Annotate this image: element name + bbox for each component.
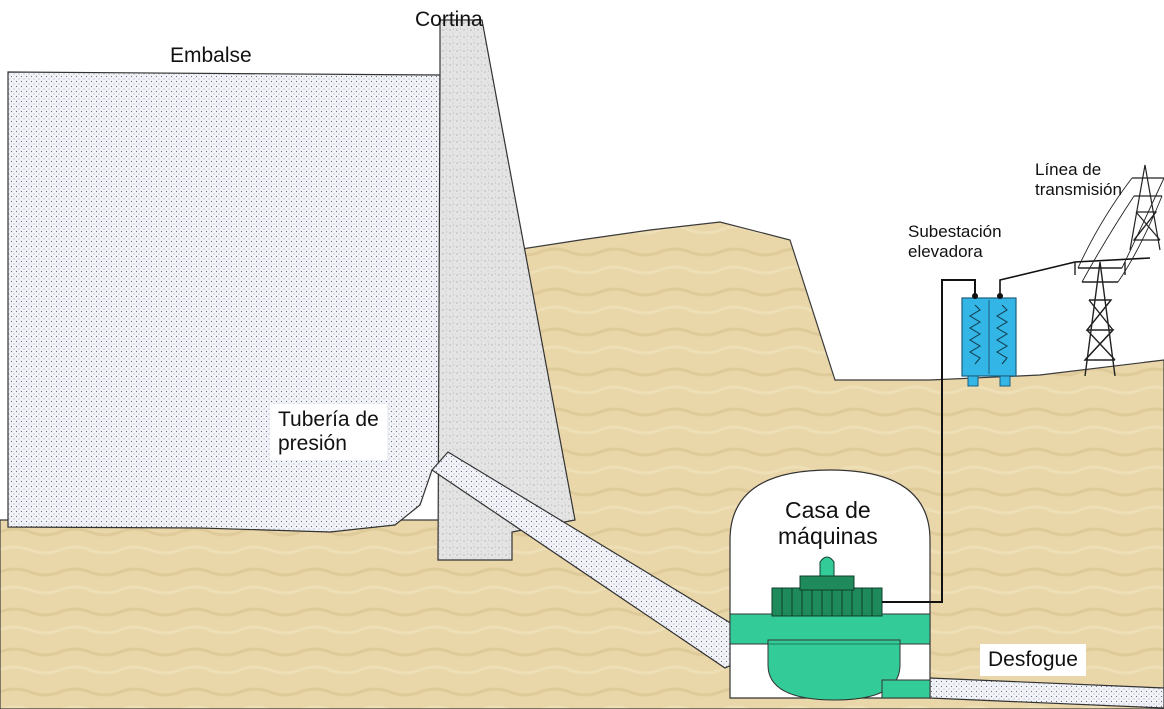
label-transmission-line: Línea de transmisión: [1035, 160, 1122, 199]
label-penstock: Tubería de presión: [270, 404, 387, 461]
generator: [771, 556, 883, 617]
transmission-tower-near: [1074, 261, 1126, 377]
substation-transformer: [961, 293, 1017, 387]
turbine-unit: [729, 613, 931, 701]
transmission-tower-far: [1129, 164, 1164, 251]
label-dam: Cortina: [415, 8, 483, 31]
label-powerhouse: Casa de máquinas: [778, 497, 878, 550]
transmission-wires: [1077, 177, 1164, 283]
label-substation: Subestación elevadora: [908, 222, 1002, 261]
reservoir-water: [7, 71, 441, 533]
label-tailrace: Desfogue: [980, 644, 1086, 677]
power-cable-out: [999, 257, 1151, 298]
power-cable: [882, 279, 976, 603]
label-reservoir: Embalse: [170, 44, 252, 67]
